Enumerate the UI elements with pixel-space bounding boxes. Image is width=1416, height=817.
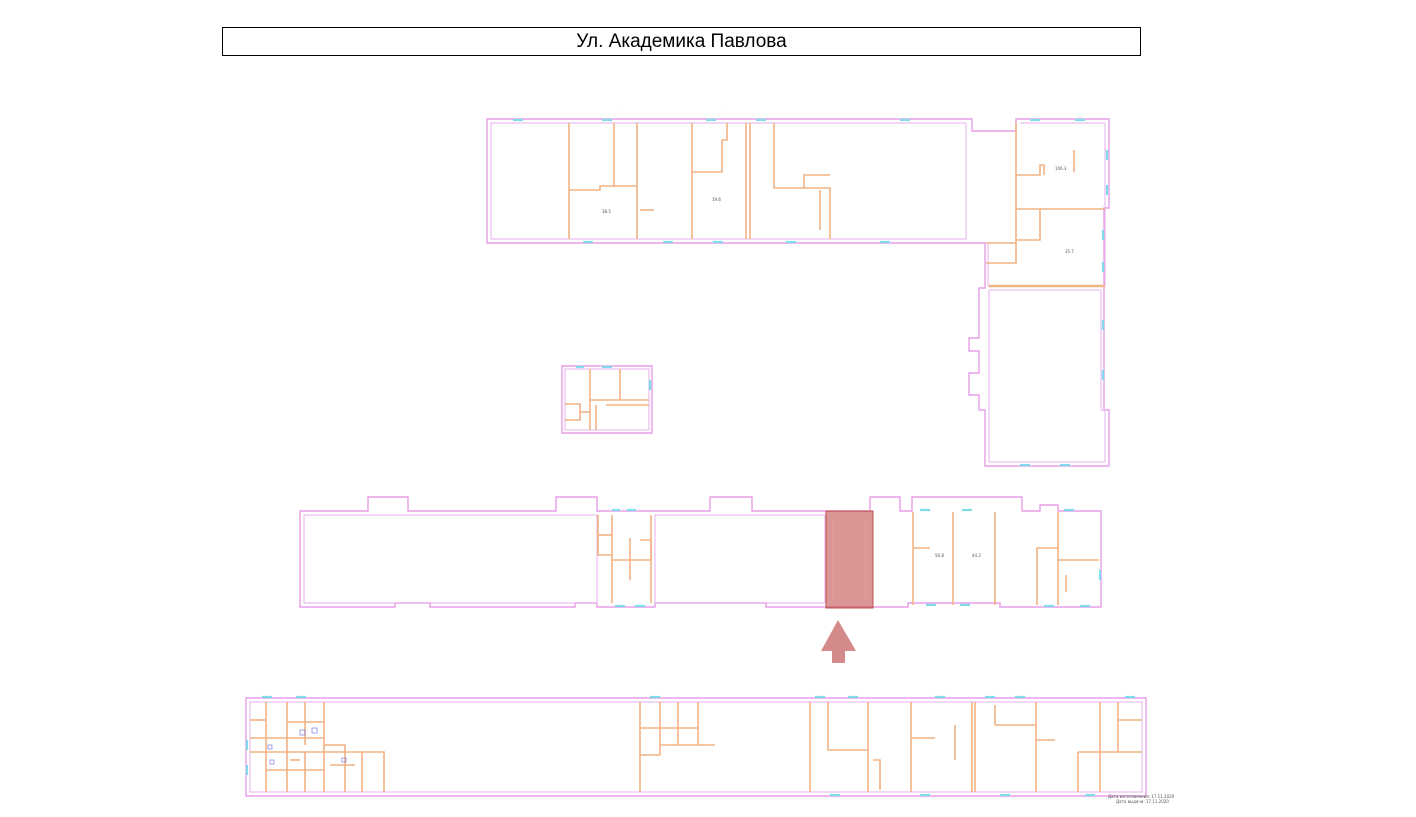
room-label-b: 19.6	[712, 197, 721, 202]
stamp-line-1: Дата изготовления: 17.11.2020	[1108, 794, 1175, 799]
street-name-label: Ул. Академика Павлова	[222, 27, 1141, 56]
svg-text:·: ·	[722, 109, 723, 113]
location-arrow-icon	[821, 620, 856, 663]
building-c: 56.8 44.2	[299, 496, 1102, 608]
building-d	[245, 695, 1147, 797]
room-label-e: 56.8	[935, 553, 944, 558]
room-label-a: 38.5	[602, 209, 611, 214]
room-label-d: 35.7	[1065, 249, 1074, 254]
building-a: 38.5 19.6 106.3 35.7 · ·	[486, 109, 1110, 467]
street-name-text: Ул. Академика Павлова	[576, 30, 787, 52]
building-a-windows	[513, 118, 1109, 467]
stamp-line-2: Дата выдачи: 17.11.2020	[1116, 799, 1169, 804]
svg-text:·: ·	[620, 109, 621, 113]
room-label-f: 44.2	[972, 553, 981, 558]
highlighted-premises	[825, 510, 874, 609]
room-label-c: 106.3	[1055, 166, 1067, 171]
building-b	[561, 365, 653, 434]
